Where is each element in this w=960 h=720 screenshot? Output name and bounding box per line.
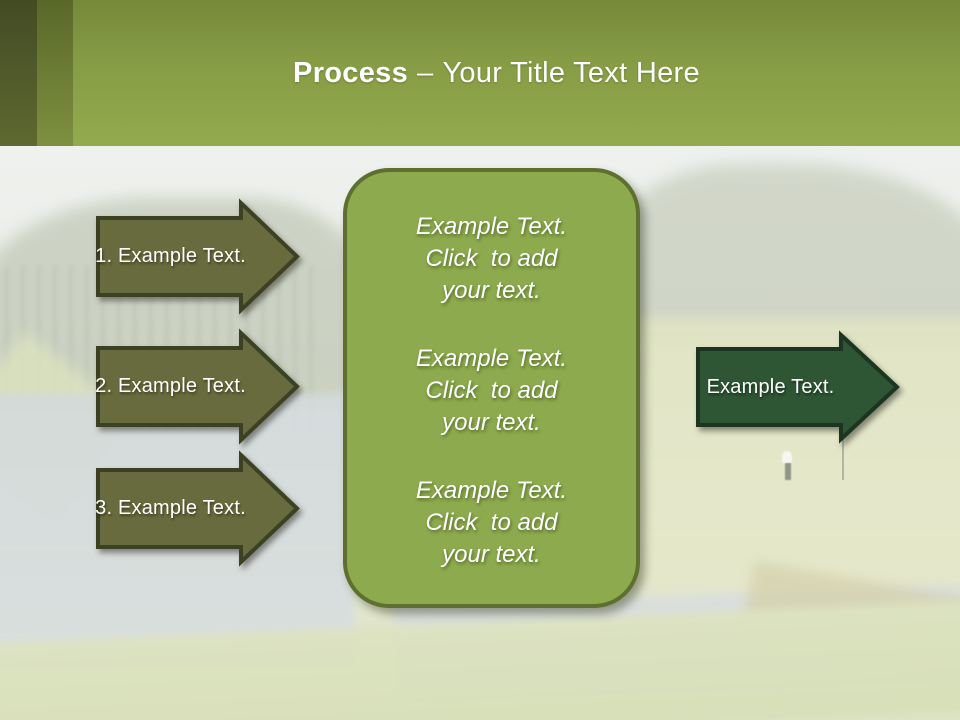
sand-bank-right [739, 561, 960, 692]
accent-stripe-dark [0, 0, 37, 146]
step-arrow-3-label: 3. Example Text. [95, 497, 246, 519]
step-arrow-2[interactable]: 2. Example Text. [95, 328, 300, 445]
panel-text-placeholder-3[interactable]: Example Text. Click to add your text. [415, 476, 568, 568]
tree-line-right [612, 164, 960, 344]
step-arrow-2-label: 2. Example Text. [95, 375, 246, 397]
step-arrow-1[interactable]: 1. Example Text. [95, 198, 300, 315]
slide-title-separator: – [417, 56, 434, 89]
step-arrow-1-label: 1. Example Text. [95, 245, 246, 267]
slide-title-rest: Your Title Text Here [442, 56, 700, 89]
panel-text-placeholder-2[interactable]: Example Text. Click to add your text. [415, 345, 568, 436]
result-arrow-label: Example Text. [706, 375, 835, 398]
golfer-figure-legs [785, 463, 791, 480]
center-panel[interactable]: Example Text. Click to add your text. Ex… [343, 168, 640, 608]
accent-stripe-light [37, 0, 73, 146]
slide-title: Process–Your Title Text Here [293, 57, 700, 90]
title-band: Process–Your Title Text Here [0, 0, 960, 146]
grass-foreground [0, 599, 960, 720]
panel-text-placeholder-1[interactable]: Example Text. Click to add your text. [415, 213, 568, 305]
result-arrow[interactable]: Example Text. [695, 330, 900, 444]
golfer-figure [782, 451, 792, 464]
title-placeholder[interactable]: Process–Your Title Text Here [73, 0, 960, 146]
step-arrow-3[interactable]: 3. Example Text. [95, 450, 300, 567]
slide-body: 1. Example Text. 2. Example Text. 3. Exa… [0, 146, 960, 720]
slide-title-emphasis: Process [293, 56, 409, 89]
